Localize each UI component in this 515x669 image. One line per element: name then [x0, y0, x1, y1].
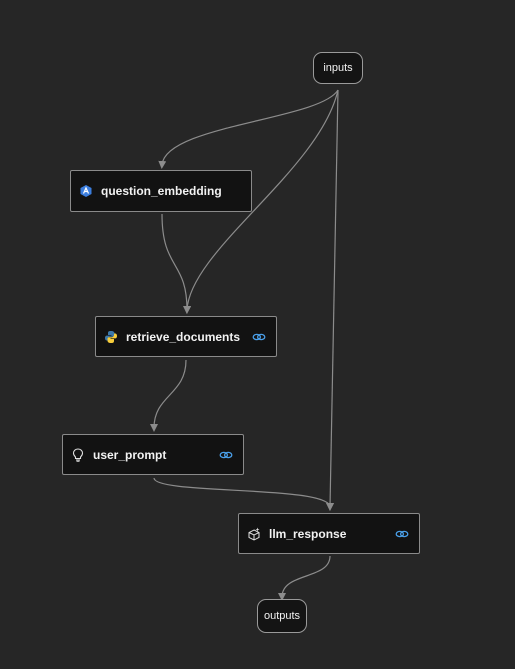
python-icon — [104, 330, 118, 344]
edge-retrieve-documents-user-prompt — [150, 359, 187, 432]
node-label: llm_response — [269, 526, 347, 541]
outputs-label: outputs — [263, 610, 301, 622]
edge-user-prompt-llm-response — [153, 477, 334, 511]
edge-llm-response-outputs — [278, 555, 331, 601]
edge-question-embedding-retrieve-documents — [161, 213, 191, 314]
node-label: user_prompt — [93, 447, 167, 462]
node-retrieve-documents[interactable]: retrieve_documents — [95, 316, 277, 357]
link-icon[interactable] — [395, 527, 409, 541]
link-icon[interactable] — [252, 330, 266, 344]
edge-inputs-question-embedding — [158, 89, 339, 169]
link-icon[interactable] — [219, 448, 233, 462]
edge-inputs-llm-response — [326, 89, 339, 511]
outputs-node[interactable]: outputs — [257, 599, 307, 633]
lightbulb-icon — [71, 447, 85, 462]
node-question-embedding[interactable]: question_embedding — [70, 170, 252, 212]
node-label: question_embedding — [101, 184, 222, 198]
node-llm-response[interactable]: llm_response — [238, 513, 420, 554]
embedding-icon — [79, 184, 93, 198]
inputs-label: inputs — [323, 62, 353, 74]
edge-inputs-retrieve-documents — [183, 89, 339, 314]
node-user-prompt[interactable]: user_prompt — [62, 434, 244, 475]
inputs-node[interactable]: inputs — [313, 52, 363, 84]
node-label: retrieve_documents — [126, 329, 241, 344]
llm-cube-icon — [247, 527, 261, 541]
